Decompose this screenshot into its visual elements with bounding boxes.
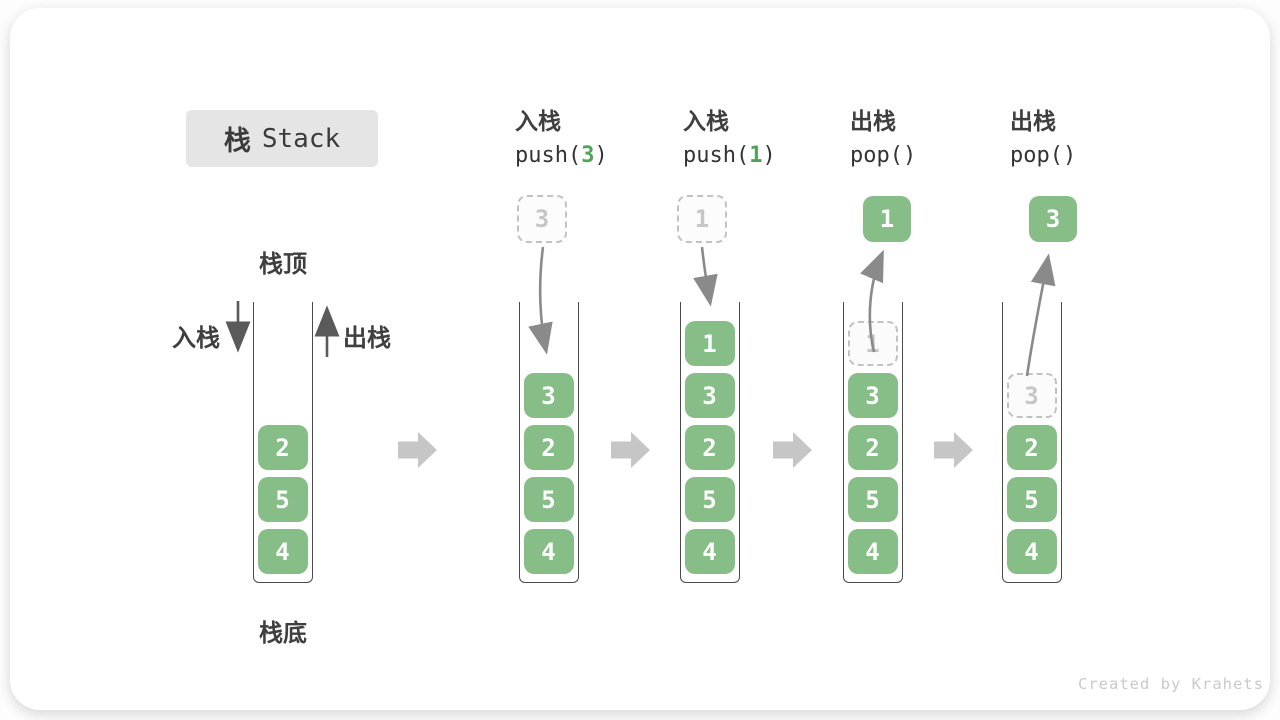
popped-value-box-1: 1 [863,196,911,242]
title-box: 栈 Stack [186,110,378,167]
stack-block: 3 [684,373,735,418]
stack-state-after-push3: 3 2 5 4 [519,302,579,583]
op-code: pop() [850,143,917,168]
stack-state-after-pop2: 3 2 5 4 [1002,302,1062,583]
stack-block: 3 [523,373,574,418]
stack-block: 2 [257,425,308,470]
stack-block: 4 [847,529,898,574]
popped-value-box-3: 3 [1029,196,1077,242]
stack-state-after-pop1: 1 3 2 5 4 [843,302,903,583]
pushed-value-box-3: 3 [517,195,567,243]
stack-block: 5 [523,477,574,522]
stack-block: 4 [257,529,308,574]
stack-block: 2 [847,425,898,470]
op-label-push1: 入栈 push(1) [683,104,776,173]
op-code: push(3) [515,143,608,168]
stack-state-initial: 2 5 4 [253,302,313,583]
stack-block: 5 [684,477,735,522]
op-zh: 入栈 [683,108,729,134]
stack-block-ghost: 3 [1006,373,1057,418]
stack-block: 4 [1006,529,1057,574]
stack-block: 2 [523,425,574,470]
pushed-value-box-1: 1 [677,195,727,243]
pop-side-label: 出栈 [343,325,391,352]
stack-state-after-push1: 1 3 2 5 4 [680,302,740,583]
op-label-pop2: 出栈 pop() [1010,104,1076,173]
stack-block: 5 [257,477,308,522]
op-label-push3: 入栈 push(3) [515,104,608,173]
stack-block: 4 [684,529,735,574]
op-label-pop1: 出栈 pop() [850,104,916,173]
stack-block: 5 [847,477,898,522]
op-zh: 出栈 [850,108,896,134]
stack-bottom-label: 栈底 [259,620,307,647]
op-code: pop() [1010,143,1077,168]
stack-block: 1 [684,321,735,366]
op-zh: 入栈 [515,108,561,134]
op-code: push(1) [683,143,776,168]
credit-text: Created by Krahets [1078,675,1264,693]
title-en: Stack [261,123,341,154]
stack-block: 2 [684,425,735,470]
stack-block: 5 [1006,477,1057,522]
stack-block: 3 [847,373,898,418]
stack-block-ghost: 1 [847,321,898,366]
stack-top-label: 栈顶 [259,251,307,278]
op-zh: 出栈 [1010,108,1056,134]
title-zh: 栈 [223,126,251,156]
stack-block: 4 [523,529,574,574]
stack-block: 2 [1006,425,1057,470]
push-side-label: 入栈 [172,325,220,352]
